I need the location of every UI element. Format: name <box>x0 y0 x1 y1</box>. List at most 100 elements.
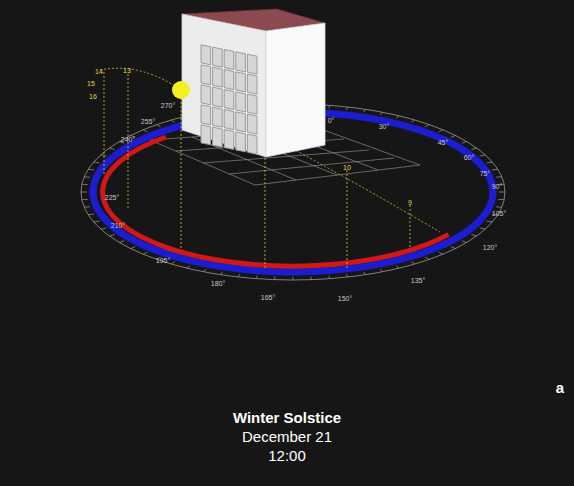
tick <box>480 228 485 229</box>
tick <box>498 199 504 200</box>
tick <box>119 241 124 243</box>
red-arc <box>103 137 449 266</box>
angle-label: 60° <box>464 154 475 162</box>
hour-label: 16 <box>89 93 97 101</box>
angle-label: 225° <box>105 194 119 202</box>
tick <box>496 206 502 208</box>
tick <box>396 116 399 119</box>
window-pane <box>201 85 211 105</box>
window-pane <box>247 74 257 94</box>
tick <box>143 252 147 254</box>
window-pane <box>236 112 246 132</box>
hour-label: 10 <box>343 164 351 172</box>
hour-label: 9 <box>408 199 412 207</box>
tick <box>380 269 383 272</box>
window-pane <box>236 92 246 112</box>
tick <box>363 109 365 112</box>
angle-label: 30° <box>379 123 390 131</box>
tick <box>171 262 174 264</box>
tick <box>346 107 348 110</box>
tick <box>84 206 90 208</box>
tick <box>88 169 94 171</box>
tick <box>203 269 206 272</box>
caption-time: 12:00 <box>268 448 306 465</box>
tick <box>238 274 240 277</box>
angle-label: 270° <box>161 102 175 110</box>
angle-label: 120° <box>483 244 497 252</box>
window-pane <box>236 52 246 72</box>
tick <box>88 213 94 215</box>
tick <box>411 262 414 264</box>
caption-date: December 21 <box>242 429 332 446</box>
caption-title: Winter Solstice <box>233 410 341 427</box>
window-pane <box>236 132 246 152</box>
tick <box>471 235 476 237</box>
building <box>182 9 325 157</box>
tick <box>329 105 330 108</box>
tick <box>499 192 505 193</box>
tick <box>487 162 493 163</box>
window-pane <box>201 105 211 125</box>
angle-label: 75° <box>480 170 491 178</box>
tick <box>84 176 90 178</box>
window-pane <box>213 107 223 127</box>
angle-label: 180° <box>211 280 225 288</box>
tick <box>363 272 365 275</box>
tick <box>187 266 190 269</box>
tick <box>451 247 456 249</box>
window-pane <box>247 54 257 74</box>
window-pane <box>247 114 257 134</box>
tick <box>396 266 399 269</box>
angle-label: 150° <box>338 295 352 303</box>
tick <box>131 247 136 249</box>
angle-label: 45° <box>438 139 449 147</box>
angle-label: 210° <box>111 222 125 230</box>
tick <box>471 148 476 150</box>
tick <box>101 155 106 156</box>
tick <box>82 199 88 200</box>
window-pane <box>224 110 234 130</box>
tick <box>256 276 257 279</box>
tick <box>346 274 348 277</box>
hour-label: 14 <box>95 68 103 76</box>
tick <box>157 125 161 127</box>
tick <box>380 112 383 115</box>
window-pane <box>201 125 211 145</box>
tick <box>462 142 467 144</box>
tick <box>425 125 429 127</box>
window-pane <box>213 87 223 107</box>
tick <box>439 130 443 132</box>
tick <box>496 176 502 178</box>
tick <box>439 252 443 254</box>
tick <box>462 241 467 243</box>
window-pane <box>247 94 257 114</box>
tick <box>109 235 114 237</box>
angle-label: 90° <box>492 183 503 191</box>
tick <box>293 277 294 280</box>
window-pane <box>213 47 223 67</box>
window-pane <box>213 127 223 147</box>
window-pane <box>213 67 223 87</box>
tick <box>109 148 114 150</box>
figure-letter: a <box>556 380 564 397</box>
window-pane <box>224 50 234 70</box>
window-pane <box>236 72 246 92</box>
tick <box>101 228 106 229</box>
angle-label: 0° <box>328 117 335 125</box>
window-pane <box>247 134 257 154</box>
tick <box>274 277 276 280</box>
tick <box>143 130 147 132</box>
tick <box>81 192 87 193</box>
tick <box>94 162 100 163</box>
sun <box>172 81 190 99</box>
angle-label: 240° <box>121 136 135 144</box>
window-pane <box>224 70 234 90</box>
tick <box>480 155 485 156</box>
hour-label: 15 <box>87 80 95 88</box>
angle-label: 255° <box>141 118 155 126</box>
tick <box>94 221 100 222</box>
tick <box>425 257 429 259</box>
angle-label: 135° <box>411 277 425 285</box>
tick <box>487 221 493 222</box>
tick <box>329 276 330 279</box>
